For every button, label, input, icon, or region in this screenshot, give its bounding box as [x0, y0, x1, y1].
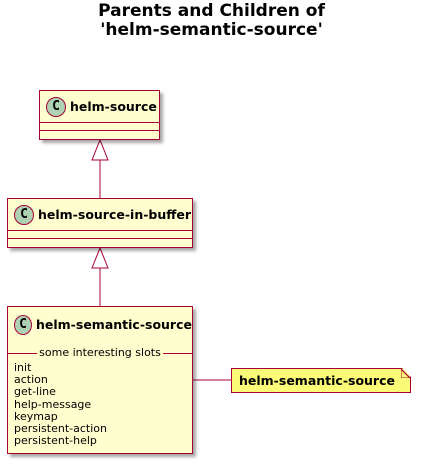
- method-divider: [40, 130, 159, 131]
- class-stereotype-icon: C: [46, 96, 66, 117]
- class-helm-semantic-source[interactable]: C helm-semantic-source some interesting …: [7, 306, 193, 454]
- method-divider: [8, 238, 192, 239]
- slot-item: init: [14, 361, 32, 374]
- note-helm-semantic-source[interactable]: helm-semantic-source: [231, 368, 411, 393]
- class-stereotype-icon: C: [14, 204, 34, 225]
- inheritance-arrow-1: [91, 138, 109, 161]
- class-helm-source[interactable]: C helm-source: [39, 90, 160, 140]
- slot-item: action: [14, 373, 48, 387]
- title-line-2: 'helm-semantic-source': [100, 20, 323, 40]
- note-fold-corner: [401, 369, 410, 378]
- class-name: helm-source: [70, 99, 157, 114]
- slot-item: get-line: [14, 385, 56, 399]
- class-helm-source-in-buffer[interactable]: C helm-source-in-buffer: [7, 198, 193, 248]
- attribute-divider: [8, 230, 192, 231]
- slot-list: init action get-line help-message keymap…: [14, 361, 107, 448]
- slot-item: keymap: [14, 409, 58, 423]
- class-name: helm-semantic-source: [36, 317, 192, 332]
- slots-section-label: some interesting slots: [37, 346, 163, 360]
- attribute-divider: [40, 122, 159, 123]
- note-text: helm-semantic-source: [239, 373, 395, 388]
- inheritance-arrow-2: [91, 246, 109, 269]
- slots-section-divider: some interesting slots: [8, 346, 192, 360]
- slot-item: help-message: [14, 397, 92, 411]
- class-name: helm-source-in-buffer: [38, 207, 192, 222]
- title-line-1: Parents and Children of: [98, 1, 325, 21]
- slot-item: persistent-help: [14, 434, 97, 448]
- class-stereotype-icon: C: [14, 314, 32, 335]
- slot-item: persistent-action: [14, 422, 107, 436]
- diagram-title: Parents and Children of 'helm-semantic-s…: [0, 2, 423, 40]
